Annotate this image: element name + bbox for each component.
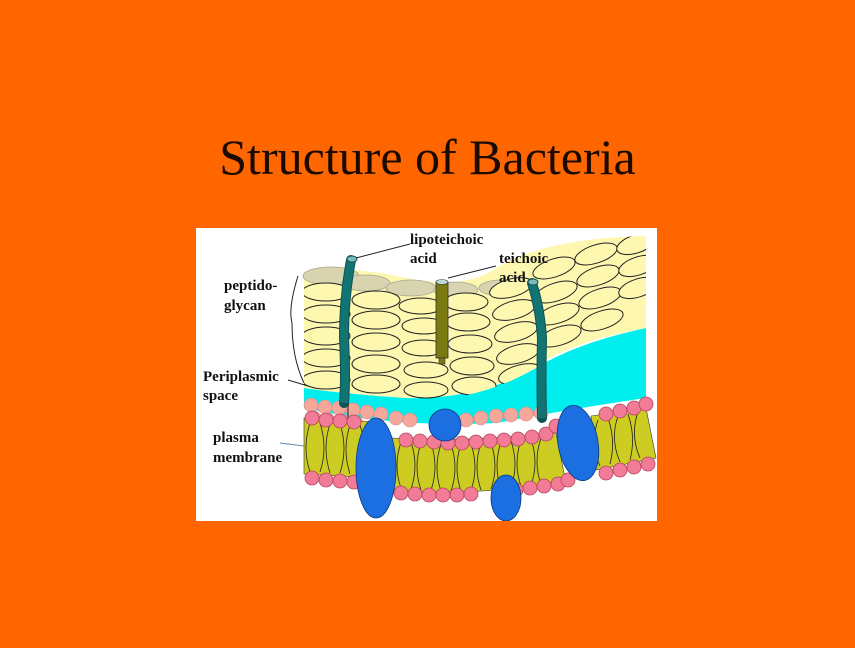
lipoteichoic-acid-right [527,278,548,423]
teichoic-acid-rod [435,279,449,365]
peripheral-protein-top [428,408,462,442]
label-peptidoglycan-2: glycan [224,298,266,314]
label-periplasmic-2: space [203,388,238,404]
label-plasma-2: membrane [213,450,282,466]
periplasmic-leader [287,379,309,387]
slide-title: Structure of Bacteria [219,129,636,185]
plasma-leader [279,442,305,447]
label-peptidoglycan-1: peptido- [224,278,277,294]
label-lipoteichoic-2: acid [410,251,437,267]
diagram-labels: peptido- glycan Periplasmic space plasma… [203,232,548,466]
peripheral-protein-bottom [490,474,522,521]
label-teichoic-1: teichoic [499,251,548,267]
transmembrane-protein-right [556,405,600,481]
membrane-proteins [355,405,600,521]
periplasmic-space [304,328,646,424]
transmembrane-protein [355,417,397,519]
peptidoglycan-layer [302,236,646,399]
bacteria-cell-wall-diagram: peptido- glycan Periplasmic space plasma… [196,228,657,521]
peptidoglycan-bracket [290,275,305,384]
label-teichoic-2: acid [499,270,526,286]
lipoteichoic-leader [355,243,411,259]
lipoteichoic-acid-left [338,255,358,418]
teichoic-leader [447,265,497,279]
label-periplasmic-1: Periplasmic [203,369,279,385]
label-plasma-1: plasma [213,430,259,446]
leader-lines [279,243,497,447]
label-lipoteichoic-1: lipoteichoic [410,232,484,248]
